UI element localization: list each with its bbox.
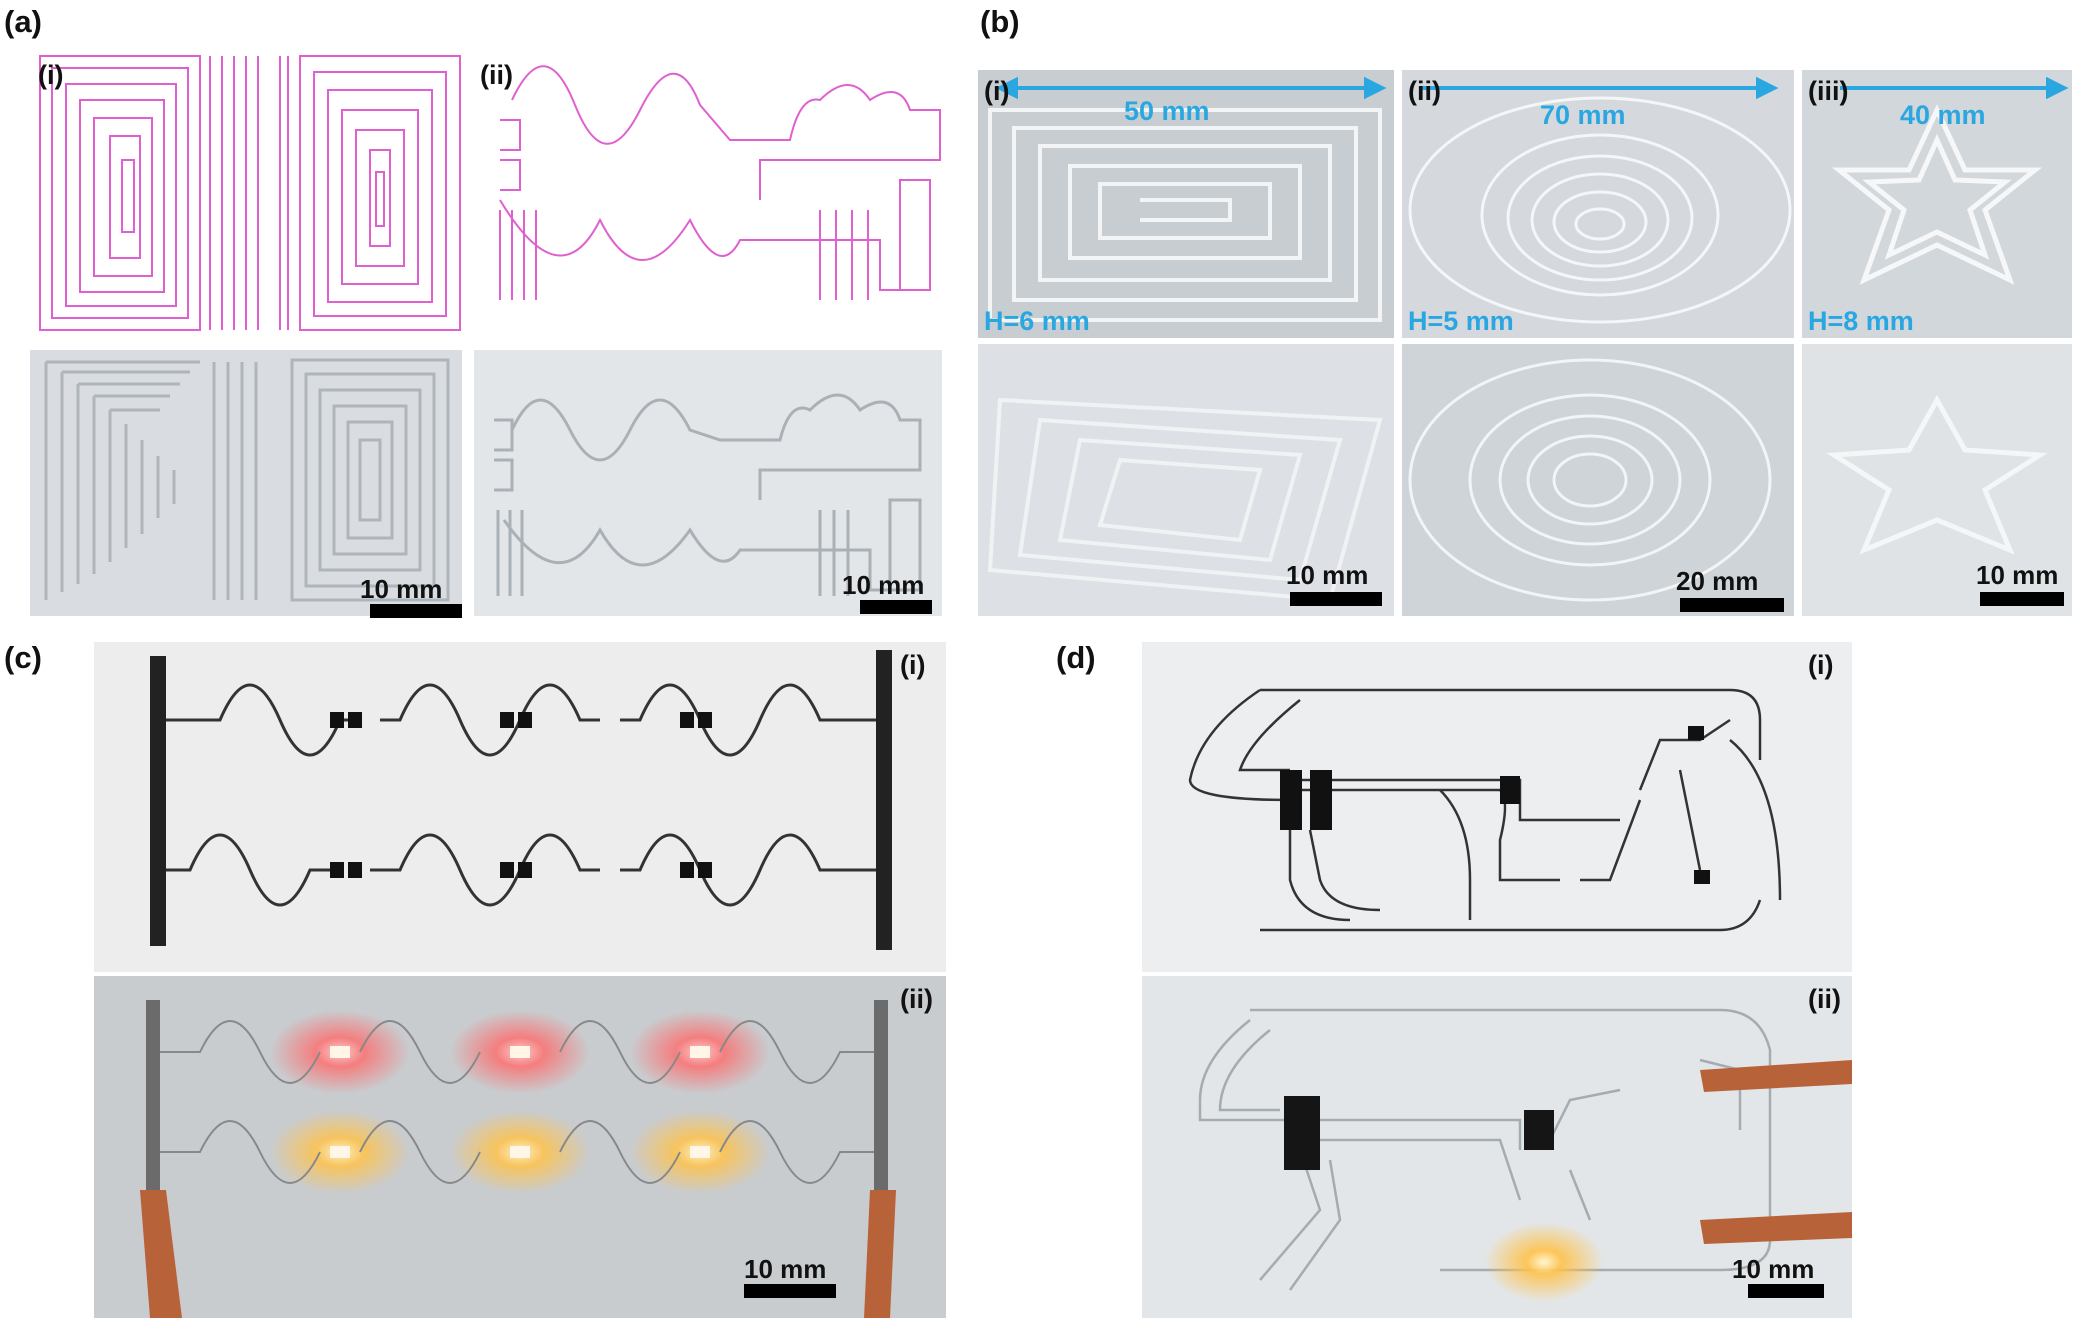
panel-a-i-label: (i): [38, 60, 64, 90]
panel-d-i-label: (i): [1808, 650, 1834, 680]
panel-b-i-scale-bar: [1290, 592, 1382, 606]
panel-c-scale-bar: [744, 1284, 836, 1298]
panel-a-ii-scale-text: 10 mm: [842, 570, 925, 600]
panel-a-label: (a): [4, 4, 42, 39]
panel-b-iii-width: 40 mm: [1900, 100, 1986, 130]
panel-b-iii-scale-bar: [1980, 592, 2064, 606]
panel-c-label: (c): [4, 640, 42, 675]
panel-b-i-width: 50 mm: [1124, 96, 1210, 126]
copper-tape-right: [864, 1190, 896, 1318]
photo-biii-bottom: [1802, 344, 2072, 616]
copper-tape-top-dii: [1700, 1060, 1852, 1092]
panel-a-i-scale-text: 10 mm: [360, 574, 443, 604]
panel-b-ii-width: 70 mm: [1540, 100, 1626, 130]
design-drawing-ai: [39, 55, 461, 331]
panel-d-ii-label: (ii): [1808, 984, 1841, 1014]
design-drawing-aii: [499, 65, 941, 300]
panel-b-iii-label: (iii): [1808, 76, 1849, 106]
panel-a-ii-scale-bar: [860, 600, 932, 614]
panel-c-scale-text: 10 mm: [744, 1254, 827, 1284]
panel-b-ii-height: H=5 mm: [1408, 306, 1514, 336]
panel-c-ii-label: (ii): [900, 984, 933, 1014]
photo-aii: [474, 350, 942, 616]
panel-b-i-label: (i): [984, 76, 1010, 106]
panel-b-i-height: H=6 mm: [984, 306, 1090, 336]
photo-bi-top: [978, 70, 1394, 338]
ic-chip-dii-right: [1524, 1110, 1554, 1150]
panel-a-i-scale-bar: [370, 604, 462, 618]
panel-b-i-scale-text: 10 mm: [1286, 560, 1369, 590]
copper-tape-bottom-dii: [1700, 1212, 1852, 1244]
photo-bii-bottom: [1402, 344, 1794, 616]
panel-b-ii-label: (ii): [1408, 76, 1441, 106]
panel-b-label: (b): [980, 4, 1020, 39]
panel-a-ii-label: (ii): [480, 60, 513, 90]
panel-c-i-label: (i): [900, 650, 926, 680]
electrode-left-i: [150, 656, 166, 946]
photo-di: [1142, 642, 1852, 972]
photo-ci: [94, 642, 946, 972]
panel-b-ii-scale-text: 20 mm: [1676, 566, 1759, 596]
panel-d-scale-text: 10 mm: [1732, 1254, 1815, 1284]
panel-d-scale-bar: [1748, 1284, 1824, 1298]
copper-tape-left: [140, 1190, 182, 1318]
ic-chip-di-left: [1280, 770, 1302, 830]
led-glow-dii: [1484, 1222, 1604, 1302]
panel-d-label: (d): [1056, 640, 1096, 675]
panel-b-ii-scale-bar: [1680, 598, 1784, 612]
panel-b-iii-height: H=8 mm: [1808, 306, 1914, 336]
electrode-right-i: [876, 650, 892, 950]
photo-ai: [30, 350, 462, 616]
ic-chip-dii-left: [1284, 1096, 1320, 1170]
panel-b-iii-scale-text: 10 mm: [1976, 560, 2059, 590]
